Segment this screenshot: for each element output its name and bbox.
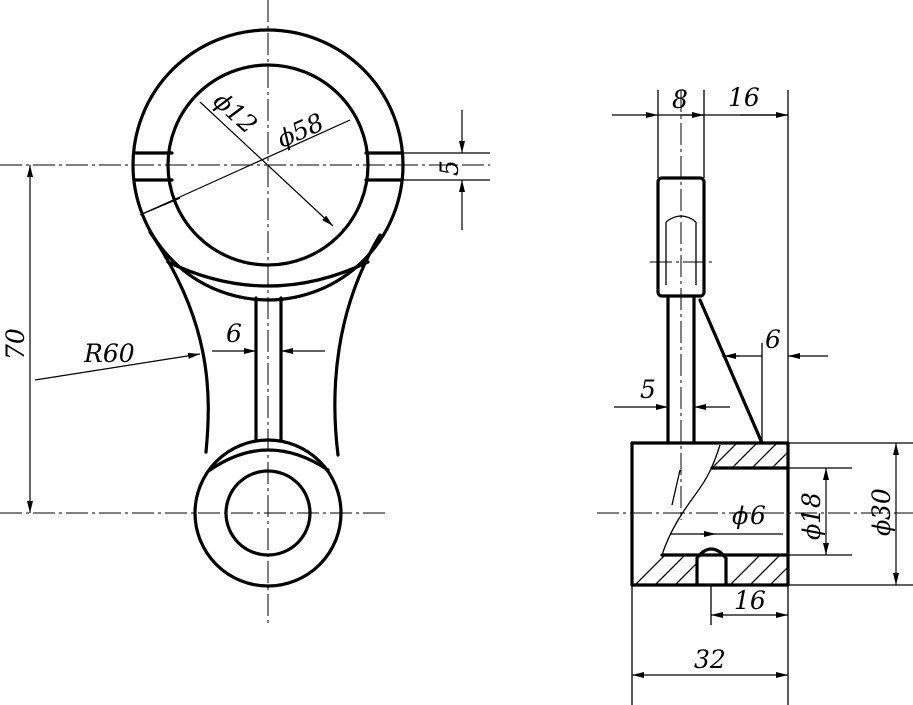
dim-text-top-right-width: 16 [728, 83, 760, 112]
dim-text-rib-thickness: 6 [765, 325, 781, 354]
dim-inner: ϕ 18 [797, 492, 826, 540]
side-top-cap [656, 176, 706, 298]
diameter-leader-58 [199, 101, 334, 227]
diameter-symbol: ϕ [732, 502, 748, 530]
small-end-outer-circle [193, 438, 343, 588]
radius-leader [34, 352, 201, 381]
big-end-pitch-circle [132, 29, 404, 301]
side-break-line [661, 444, 721, 556]
dim-text-center-distance: 70 [1, 328, 30, 360]
dim-text-web-width: 6 [226, 319, 242, 348]
dim-bore-small: ϕ 12 [208, 87, 263, 140]
diameter-symbol: ϕ [798, 524, 826, 540]
diameter-symbol: ϕ [868, 520, 896, 536]
dim-text-hole-inner: 18 [797, 492, 826, 524]
dim-text-web-thickness: 5 [640, 375, 656, 404]
side-oil-hole [695, 547, 728, 587]
hatch-right [726, 555, 788, 585]
side-rib [698, 298, 764, 445]
web-top-curve [166, 260, 370, 288]
dim-text-total-width: 32 [694, 645, 726, 674]
dim-text-hole-small: 6 [750, 501, 766, 530]
small-end-bore [224, 469, 312, 557]
small-end-top-curve [208, 448, 330, 472]
front-view: ϕ 12 ϕ 58 5 70 R60 6 [0, 0, 490, 625]
big-end-bore [166, 63, 370, 267]
dim-text-arc-radius: R60 [83, 339, 135, 368]
dim-bore-large: ϕ 58 [273, 108, 328, 154]
dim-text-hub-outer: 30 [867, 488, 896, 520]
dim-hub: ϕ 30 [867, 488, 896, 536]
side-cap-slot [665, 215, 697, 285]
dim-text-slot-height: 5 [435, 160, 464, 176]
hatch-top [712, 443, 788, 468]
dim-text-hub-right: 16 [734, 586, 766, 615]
dim-text-top-left-width: 8 [672, 85, 688, 114]
side-view: 8 16 6 5 ϕ 6 ϕ 18 ϕ 30 [597, 83, 913, 705]
hatch-left [632, 555, 697, 585]
diameter-leader-12 [139, 119, 351, 216]
